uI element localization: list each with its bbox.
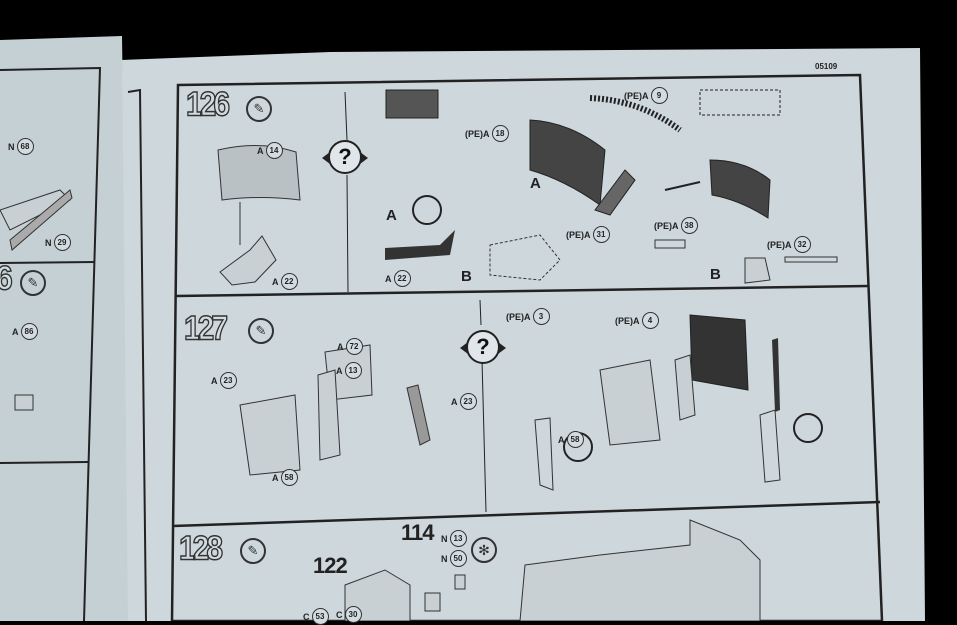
step-number-fragment: 6 [0,259,13,298]
glue-tube-icon: ✎ [240,538,266,564]
reference-step-114: 114 [401,520,434,545]
superstructure [519,519,761,621]
left-frame [0,66,102,621]
pe-screen-a18 [385,89,439,119]
glue-tube-icon: ✎ [248,318,274,344]
step-number-128: 128 [178,529,223,568]
sprue-letter: B [710,266,721,283]
step-number-126: 126 [185,85,230,124]
option-question-icon: ? [460,330,506,364]
radar-dish-a14 [217,144,301,201]
step-number-127: 127 [183,309,228,348]
page-code: 05109 [815,62,838,71]
option-question-icon: ? [322,140,368,174]
pe-plate-a3 [689,314,749,391]
sprue-letter: A [386,207,397,224]
reference-step-122: 122 [313,553,348,578]
right-page [122,48,925,621]
gutter-frame [127,88,147,621]
glue-tube-icon: ✎ [20,270,46,296]
steps-frame [170,73,884,621]
sprue-letter: B [461,268,472,285]
paint-asterisk-icon: ✻ [471,537,497,563]
glue-tube-icon: ✎ [246,96,272,122]
sprue-letter: A [530,175,541,192]
